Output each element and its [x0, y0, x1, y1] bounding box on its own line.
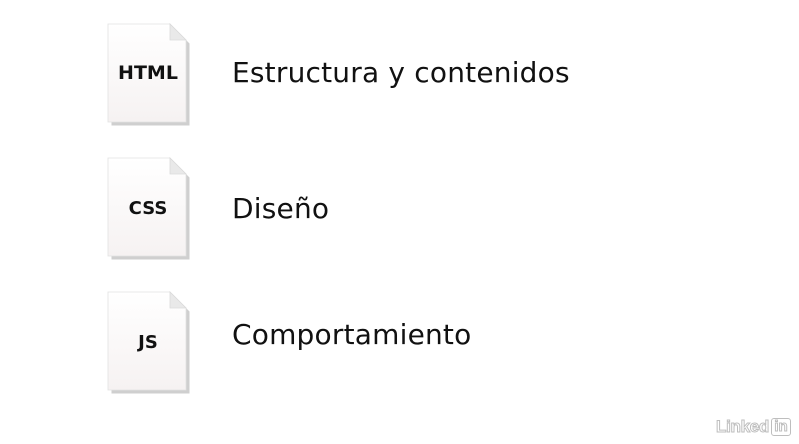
js-document-icon: JS	[107, 291, 190, 394]
document-shape	[107, 23, 190, 126]
js-file-label: JS	[138, 332, 158, 353]
html-description: Estructura y contenidos	[232, 56, 570, 89]
document-shape	[107, 157, 190, 260]
js-description: Comportamiento	[232, 318, 472, 351]
document-shape	[107, 291, 190, 394]
linkedin-watermark: Linked in	[716, 416, 791, 438]
html-file-label: HTML	[118, 62, 178, 84]
css-file-label: CSS	[128, 198, 168, 219]
watermark-text: Linked	[716, 417, 770, 437]
css-document-icon: CSS	[107, 157, 190, 260]
html-document-icon: HTML	[107, 23, 190, 126]
css-description: Diseño	[232, 192, 330, 225]
watermark-logo-box: in	[771, 418, 791, 436]
